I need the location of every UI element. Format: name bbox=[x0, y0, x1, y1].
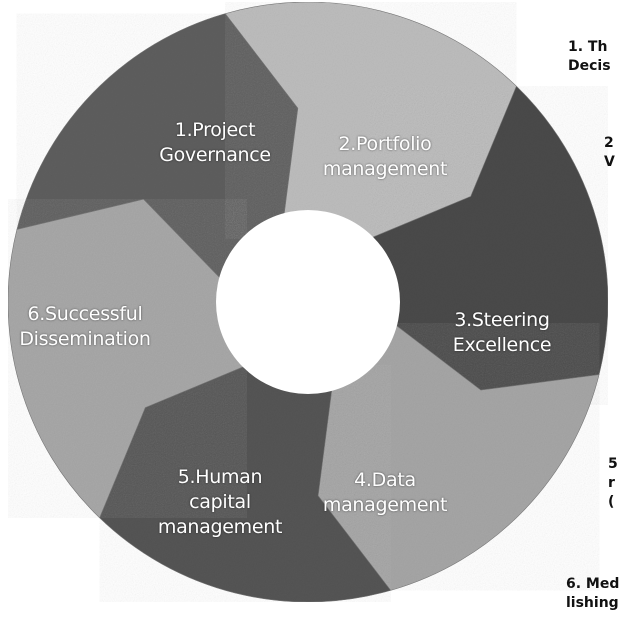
side-note-6: 6. Med lishing bbox=[566, 575, 619, 613]
segment-3-line-2: Excellence bbox=[452, 334, 552, 356]
segment-2-line-2: management bbox=[322, 158, 448, 180]
segment-6-line-1: 6.Successful bbox=[27, 303, 143, 325]
side-note-2-line-2: V bbox=[604, 154, 615, 170]
side-note-5-line-3: ( bbox=[608, 494, 615, 510]
segment-5-line-2: capital bbox=[189, 491, 251, 513]
center-hole bbox=[216, 210, 400, 394]
segment-1-line-2: Governance bbox=[159, 144, 271, 166]
segment-label-data-management: 4.Data management bbox=[300, 468, 470, 518]
side-note-1-line-1: 1. Th bbox=[568, 39, 608, 55]
side-note-5-line-1: 5 bbox=[608, 456, 618, 472]
segment-label-project-governance: 1.Project Governance bbox=[150, 118, 280, 168]
side-note-1-line-2: Decis bbox=[568, 58, 611, 74]
segment-5-line-3: management bbox=[157, 516, 283, 538]
side-note-5-line-2: r bbox=[608, 475, 615, 491]
segment-6-line-2: Dissemination bbox=[19, 328, 151, 350]
segment-label-human-capital-management: 5.Human capital management bbox=[140, 465, 300, 540]
segment-1-line-1: 1.Project bbox=[174, 119, 256, 141]
side-note-6-line-1: 6. Med bbox=[566, 576, 620, 592]
side-note-5: 5 r ( bbox=[608, 455, 618, 512]
side-note-2-line-1: 2 bbox=[604, 135, 614, 151]
side-note-2: 2 V bbox=[604, 134, 615, 172]
segment-5-line-1: 5.Human bbox=[177, 466, 263, 488]
segment-4-line-2: management bbox=[322, 494, 448, 516]
side-note-6-line-2: lishing bbox=[566, 595, 619, 611]
segment-label-portfolio-management: 2.Portfolio management bbox=[300, 132, 470, 182]
side-note-1: 1. Th Decis bbox=[568, 38, 611, 76]
segment-2-line-1: 2.Portfolio bbox=[338, 133, 432, 155]
segment-label-steering-excellence: 3.Steering Excellence bbox=[432, 308, 572, 358]
segment-3-line-1: 3.Steering bbox=[454, 309, 550, 331]
segment-label-successful-dissemination: 6.Successful Dissemination bbox=[0, 302, 170, 352]
segment-4-line-1: 4.Data bbox=[354, 469, 416, 491]
